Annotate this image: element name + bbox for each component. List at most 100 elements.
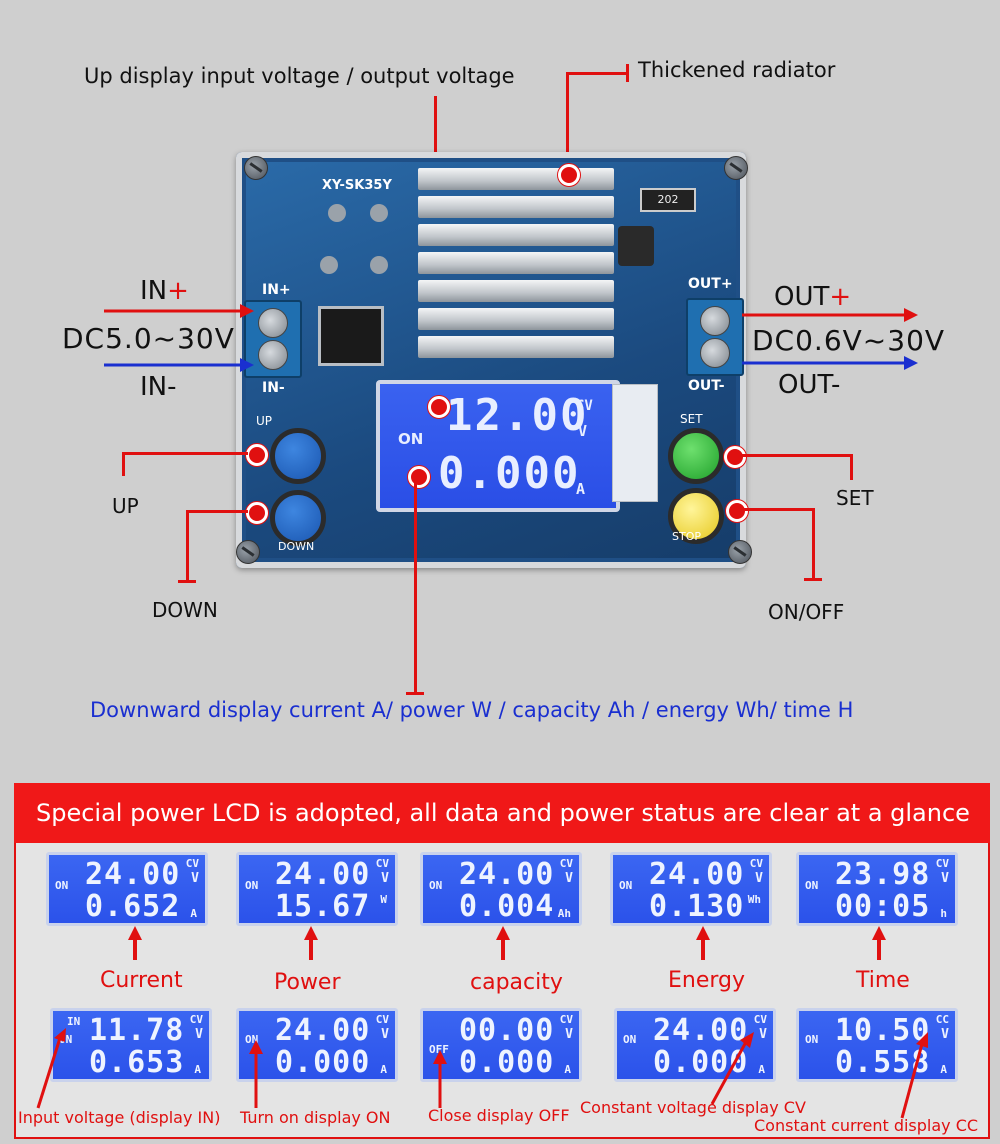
- caption-turn-on: Turn on display ON: [240, 1108, 391, 1127]
- lcd-status: ON: [805, 1033, 819, 1046]
- arrow-up-icon: [872, 926, 886, 940]
- board-hole: [370, 204, 388, 222]
- main-lcd-unit1: V: [578, 422, 588, 440]
- lcd-unit2: A: [758, 1063, 765, 1076]
- lcd-line1: 00.00: [459, 1013, 555, 1048]
- lcd-unit2: Wh: [747, 893, 761, 906]
- caption-current: Current: [100, 968, 183, 993]
- callout-up-display: Up display input voltage / output voltag…: [84, 64, 515, 88]
- caption-capacity: capacity: [470, 970, 563, 995]
- lcd-unit2: A: [190, 907, 197, 920]
- input-range: DC5.0~30V: [62, 322, 235, 355]
- lcd-unit1: V: [565, 1027, 573, 1042]
- callout-line-radiator-cap: [626, 64, 629, 82]
- input-minus-arrow-icon: [104, 358, 254, 372]
- lcd-line2: 00:05: [835, 889, 931, 924]
- arrow-up-icon: [496, 926, 510, 940]
- callout-radiator: Thickened radiator: [638, 58, 836, 82]
- callout-dot-down: [246, 502, 268, 524]
- board-in-minus-label: IN-: [262, 380, 285, 396]
- lcd-mode: CV: [375, 857, 389, 870]
- board-hole: [328, 204, 346, 222]
- main-lcd-display: ON 12.00 CV V 0.000 A: [376, 380, 620, 512]
- arrow-up-icon: [128, 926, 142, 940]
- label-down: DOWN: [152, 598, 218, 622]
- callout-dot-up-display: [428, 396, 450, 418]
- lcd-input-voltage: IN ON 11.78 CV V 0.653 A: [50, 1008, 212, 1082]
- lcd-unit2: Ah: [557, 907, 571, 920]
- arrow-cc-icon: [900, 1032, 928, 1119]
- caption-constant-voltage: Constant voltage display CV: [580, 1098, 806, 1117]
- callout-line-onoff-v: [812, 508, 815, 580]
- lcd-line1: 24.00: [275, 1013, 371, 1048]
- callout-line-up-v: [122, 452, 125, 476]
- lcd-mode: CV: [753, 1013, 767, 1026]
- lcd-close: OFF 00.00 CV V 0.000 A: [420, 1008, 582, 1082]
- lcd-mode: CV: [749, 857, 763, 870]
- lcd-mode: CV: [189, 1013, 203, 1026]
- lcd-mode: CV: [375, 1013, 389, 1026]
- onoff-button[interactable]: [668, 488, 724, 544]
- lcd-line1: 24.00: [85, 857, 181, 892]
- lcd-line1: 11.78: [89, 1013, 185, 1048]
- caption-time: Time: [856, 968, 910, 993]
- callout-line-down-display: [414, 482, 417, 692]
- callout-line-onoff-cap: [804, 578, 822, 581]
- label-onoff: ON/OFF: [768, 600, 845, 624]
- smd-resistor: 202: [640, 188, 696, 212]
- caption-power: Power: [274, 970, 341, 995]
- output-terminal: [686, 298, 744, 376]
- lcd-backlight-panel: [612, 384, 658, 502]
- set-button[interactable]: [668, 428, 724, 484]
- lcd-energy: ON 24.00 CV V 0.130 Wh: [610, 852, 772, 926]
- arrow-on-icon: [249, 1040, 263, 1108]
- output-plus-arrow-icon: [742, 308, 918, 322]
- main-lcd-line2: 0.000: [438, 448, 581, 499]
- inductor: [618, 226, 654, 266]
- output-minus-arrow-icon: [742, 356, 918, 370]
- lcd-mode: CV: [935, 857, 949, 870]
- callout-dot-onoff: [726, 500, 748, 522]
- main-lcd-unit2: A: [576, 480, 586, 498]
- lcd-line2: 0.000: [653, 1045, 749, 1080]
- lcd-status: OFF: [429, 1043, 449, 1056]
- caption-constant-current: Constant current display CC: [754, 1116, 979, 1135]
- board-model: XY-SK35Y: [322, 178, 392, 193]
- callout-line-down-display-cap: [406, 692, 424, 695]
- radiator-fin: [418, 224, 614, 246]
- lcd-time: ON 23.98 CV V 00:05 h: [796, 852, 958, 926]
- arrow-shaft: [309, 938, 313, 960]
- terminal-screw-icon: [258, 340, 288, 370]
- callout-line-set: [740, 454, 852, 457]
- lcd-unit1: V: [941, 1027, 949, 1042]
- lcd-line1: 24.00: [649, 857, 745, 892]
- lcd-line1: 10.50: [835, 1013, 931, 1048]
- radiator-fin: [418, 280, 614, 302]
- callout-line-radiator-h: [566, 72, 626, 75]
- arrow-up-icon: [304, 926, 318, 940]
- board-out-minus-label: OUT-: [688, 378, 725, 394]
- terminal-screw-icon: [700, 338, 730, 368]
- lcd-unit1: V: [191, 871, 199, 886]
- radiator-fin: [418, 196, 614, 218]
- down-button[interactable]: [270, 490, 326, 546]
- radiator-fin: [418, 252, 614, 274]
- arrow-shaft: [501, 938, 505, 960]
- main-lcd-line1: 12.00: [446, 390, 589, 441]
- board-in-plus-label: IN+: [262, 282, 291, 298]
- label-up: UP: [112, 494, 139, 518]
- callout-line-down: [186, 510, 248, 513]
- radiator-fin: [418, 308, 614, 330]
- lcd-turn-on: ON 24.00 CV V 0.000 A: [236, 1008, 398, 1082]
- lcd-status-top: IN: [67, 1015, 81, 1028]
- lcd-mode: CV: [185, 857, 199, 870]
- lcd-unit1: V: [565, 871, 573, 886]
- radiator-fin: [418, 336, 614, 358]
- output-plus-text: OUT+: [774, 282, 851, 312]
- lcd-line2: 0.130: [649, 889, 745, 924]
- up-button[interactable]: [270, 428, 326, 484]
- caption-energy: Energy: [668, 968, 746, 993]
- arrow-shaft: [133, 938, 137, 960]
- lcd-status: ON: [245, 879, 259, 892]
- lcd-current: ON 24.00 CV V 0.652 A: [46, 852, 208, 926]
